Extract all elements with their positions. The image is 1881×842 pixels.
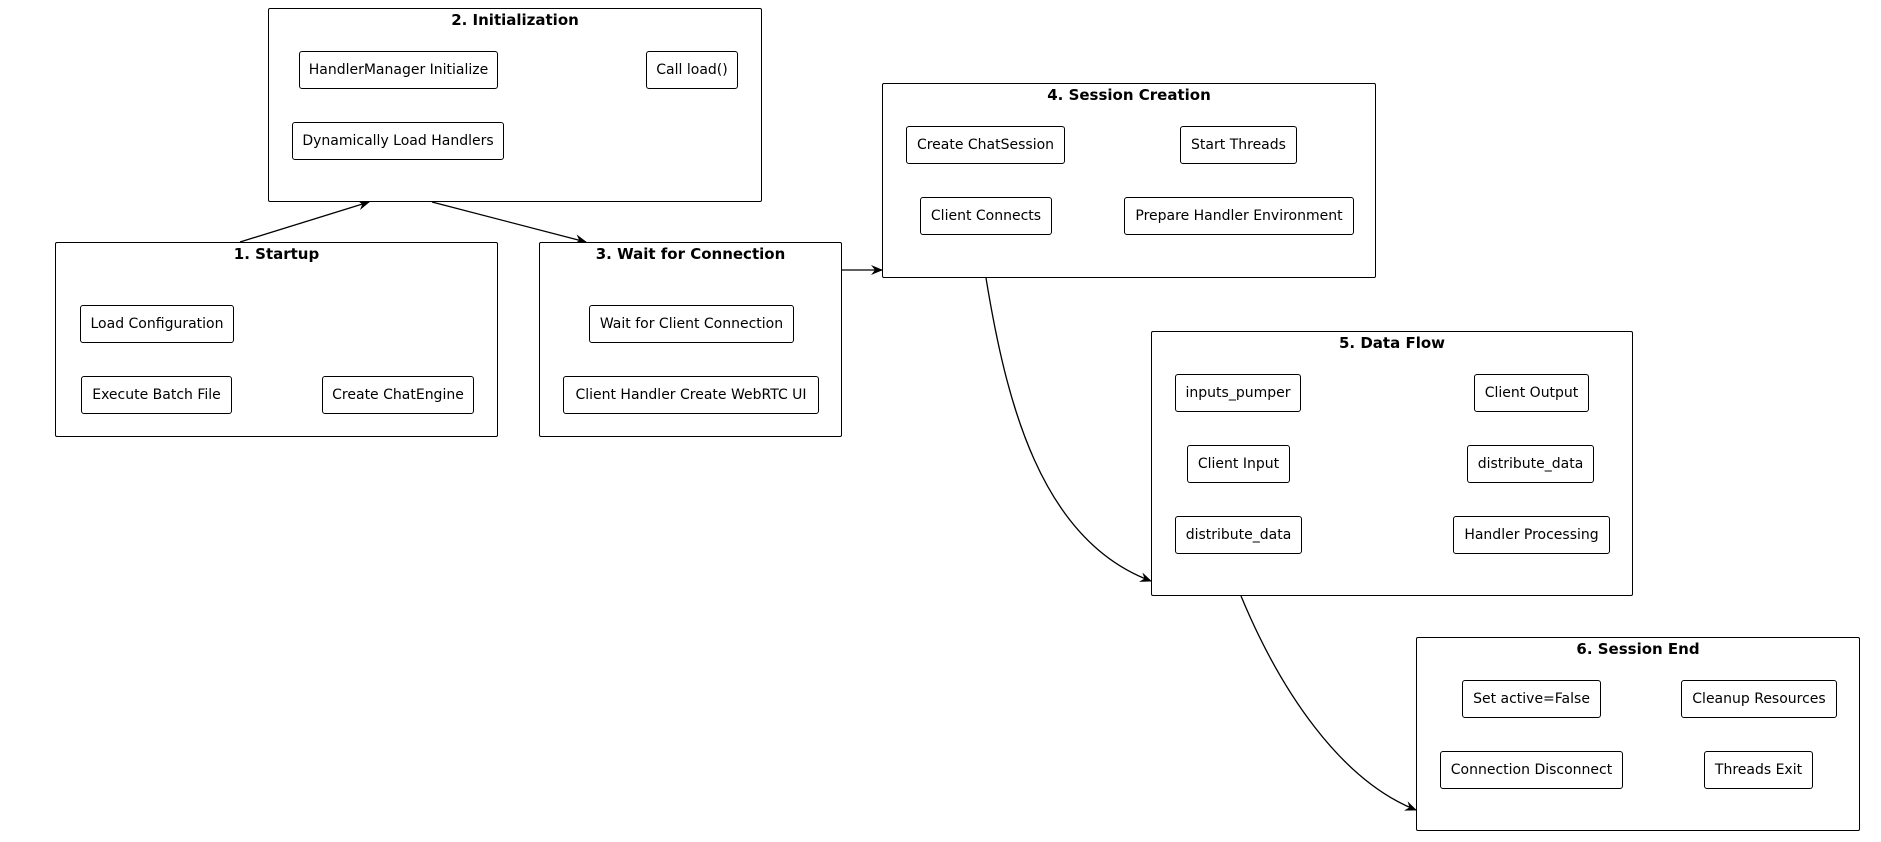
edge-session-creation-to-data-flow — [985, 277, 1152, 582]
node-inputs-pumper: inputs_pumper — [1175, 374, 1301, 412]
node-prepare-handler-environment: Prepare Handler Environment — [1124, 197, 1354, 235]
group-title: 5. Data Flow — [1339, 334, 1445, 352]
node-create-chatengine: Create ChatEngine — [322, 376, 474, 414]
group-title: 1. Startup — [233, 245, 320, 263]
group-title: 6. Session End — [1576, 640, 1700, 658]
node-cleanup-resources: Cleanup Resources — [1681, 680, 1837, 718]
node-load-configuration: Load Configuration — [80, 305, 234, 343]
edge-startup-to-initialization — [239, 200, 370, 243]
group-title: 4. Session Creation — [1047, 86, 1211, 104]
node-create-chatsession: Create ChatSession — [906, 126, 1065, 164]
node-set-active-false: Set active=False — [1462, 680, 1601, 718]
group-wait-for-connection: 3. Wait for Connection Wait for Client C… — [539, 242, 842, 437]
node-handler-processing: Handler Processing — [1453, 516, 1610, 554]
edge-data-flow-to-session-end — [1240, 595, 1417, 811]
group-title: 3. Wait for Connection — [595, 245, 786, 263]
group-startup: 1. Startup Load Configuration Execute Ba… — [55, 242, 498, 437]
node-handlermanager-initialize: HandlerManager Initialize — [299, 51, 498, 89]
node-client-input: Client Input — [1187, 445, 1290, 483]
node-client-output: Client Output — [1474, 374, 1589, 412]
group-initialization: 2. Initialization HandlerManager Initial… — [268, 8, 762, 202]
edge-initialization-to-wait — [431, 201, 587, 245]
node-dynamically-load-handlers: Dynamically Load Handlers — [292, 122, 504, 160]
node-call-load: Call load() — [646, 51, 738, 89]
node-distribute-data: distribute_data — [1467, 445, 1594, 483]
node-start-threads: Start Threads — [1180, 126, 1297, 164]
node-threads-exit: Threads Exit — [1704, 751, 1813, 789]
node-distribute-data: distribute_data — [1175, 516, 1302, 554]
node-wait-for-client-connection: Wait for Client Connection — [589, 305, 794, 343]
group-session-creation: 4. Session Creation Create ChatSession S… — [882, 83, 1376, 278]
node-connection-disconnect: Connection Disconnect — [1440, 751, 1623, 789]
node-execute-batch-file: Execute Batch File — [81, 376, 232, 414]
group-session-end: 6. Session End Set active=False Cleanup … — [1416, 637, 1860, 831]
node-client-handler-create-webrtc-ui: Client Handler Create WebRTC UI — [563, 376, 819, 414]
group-title: 2. Initialization — [451, 11, 579, 29]
group-data-flow: 5. Data Flow inputs_pumper Client Output… — [1151, 331, 1633, 596]
node-client-connects: Client Connects — [920, 197, 1052, 235]
